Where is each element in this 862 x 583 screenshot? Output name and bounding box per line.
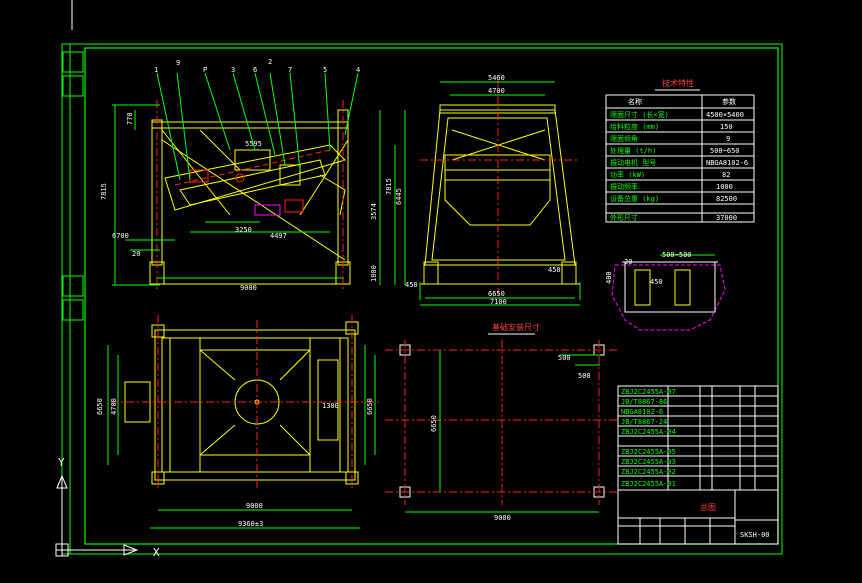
dim-text: 9360±3 xyxy=(238,520,263,528)
table-cell: 150 xyxy=(720,123,733,131)
dim-text: 7100 xyxy=(490,298,507,306)
binding-box xyxy=(62,299,84,321)
dim-text: 4700 xyxy=(110,398,118,415)
table-cell: NBGA8102-6 xyxy=(706,159,748,167)
foundation-title: 基础安装尺寸 xyxy=(492,322,540,332)
dim-text: 6650 xyxy=(96,398,104,415)
inner-border xyxy=(84,47,779,545)
table-cell: 振动电机 型号 xyxy=(610,158,656,167)
callout-label: 6 xyxy=(253,66,257,74)
part-row: ZBJ2C2455A-05 xyxy=(621,448,676,456)
callout-label: 7 xyxy=(288,66,292,74)
callout-label: 3 xyxy=(231,66,235,74)
dim-text: 6650 xyxy=(488,290,505,298)
dim-text: 5460 xyxy=(488,74,505,82)
drawing-number: SKSH-00 xyxy=(740,531,770,539)
callout-label: 2 xyxy=(268,58,272,66)
table-header: 参数 xyxy=(722,97,736,106)
plan-view: 6650 4700 9000 9360±3 1300 6650 xyxy=(96,315,380,529)
dim-text: 770 xyxy=(126,112,134,125)
dim-text: 4497 xyxy=(270,232,287,240)
table-cell: 振动频率 xyxy=(610,182,638,191)
binding-box xyxy=(62,75,84,97)
title-block: ZBJ2C2455A-07 JB/T8867-86 NBGA8102-6 JB/… xyxy=(617,385,779,545)
outer-border xyxy=(61,43,783,555)
part-row: ZBJ2C2455A-04 xyxy=(621,428,676,436)
part-row: JB/T8867-24 xyxy=(621,418,667,426)
dim-text: 5595 xyxy=(245,140,262,148)
table-cell: 设备总重 (kg) xyxy=(610,194,659,203)
dim-text: 6650 xyxy=(366,398,374,415)
table-cell: 500~650 xyxy=(710,147,740,155)
table-cell: 1000 xyxy=(716,183,733,191)
binding-box xyxy=(62,51,84,73)
callout-label: P xyxy=(203,66,207,74)
dim-text: 20 xyxy=(132,250,140,258)
dim-text: 7815 xyxy=(385,178,393,195)
dim-text: 1800 xyxy=(370,265,378,282)
foundation-layout: 基础安装尺寸 6650 9000 500 500 xyxy=(385,322,620,522)
tech-table: 技术特性 名称 参数 筛面尺寸 (长×宽) 4500×5400 给料粒度 (mm… xyxy=(605,78,755,223)
ucs-x-label: X xyxy=(153,546,160,559)
dim-text: 20 xyxy=(624,258,632,266)
dim-text: 500 xyxy=(558,354,571,362)
dim-text: 400 xyxy=(605,271,613,284)
table-cell: 给料粒度 (mm) xyxy=(610,122,659,131)
dim-text: 450 xyxy=(405,281,418,289)
callout-label: 1 xyxy=(154,66,158,74)
dim-text: 7815 xyxy=(100,183,108,200)
table-cell: 功率 (kW) xyxy=(610,170,645,179)
dim-text: 500 xyxy=(578,372,591,380)
table-cell: 9 xyxy=(726,135,730,143)
table-cell: 筛面尺寸 (长×宽) xyxy=(610,110,669,119)
ucs-icon: Y X xyxy=(55,456,160,559)
part-row: ZBJ2C2455A-07 xyxy=(621,388,676,396)
tech-table-title: 技术特性 xyxy=(662,78,694,88)
callout-label: 9 xyxy=(176,59,180,67)
dim-text: 6700 xyxy=(112,232,129,240)
foundation-detail: 500~500 450 400 20 xyxy=(605,251,726,331)
dim-text: 9000 xyxy=(240,284,257,292)
dim-text: 450 xyxy=(650,278,663,286)
table-header: 名称 xyxy=(628,97,642,106)
drawing-name: 总图 xyxy=(700,502,716,512)
binding-box xyxy=(62,275,84,297)
dim-text: 3574 xyxy=(370,203,378,220)
table-cell: 82 xyxy=(722,171,730,179)
dim-text: 500~500 xyxy=(662,251,692,259)
front-view: 1 9 P 3 6 2 7 5 4 9000 7815 3574 7815 64… xyxy=(100,58,406,292)
table-cell: 4500×5400 xyxy=(706,111,744,119)
dim-text: 9000 xyxy=(494,514,511,522)
dim-text: 1300 xyxy=(322,402,339,410)
part-row: ZBJ2C2455A-01 xyxy=(621,480,676,488)
part-row: ZBJ2C2455A-02 xyxy=(621,468,676,476)
ucs-y-label: Y xyxy=(58,456,65,469)
part-row: NBGA8102-6 xyxy=(621,408,663,416)
table-cell: 处理量 (t/h) xyxy=(610,146,656,155)
dim-text: 6445 xyxy=(395,188,403,205)
dim-text: 4700 xyxy=(488,87,505,95)
table-cell: 37000 xyxy=(716,214,737,222)
part-row: ZBJ2C2455A-03 xyxy=(621,458,676,466)
callout-label: 5 xyxy=(323,66,327,74)
part-row: JB/T8867-86 xyxy=(621,398,667,406)
dim-text: 9000 xyxy=(246,502,263,510)
dim-text: 6650 xyxy=(430,415,438,432)
table-cell: 外形尺寸 xyxy=(610,213,638,222)
callout-label: 4 xyxy=(356,66,360,74)
table-cell: 筛面倾角 xyxy=(610,134,638,143)
side-view: 5460 4700 6650 7100 450 450 xyxy=(405,74,581,306)
table-cell: 82500 xyxy=(716,195,737,203)
dim-text: 3250 xyxy=(235,226,252,234)
dim-text: 450 xyxy=(548,266,561,274)
